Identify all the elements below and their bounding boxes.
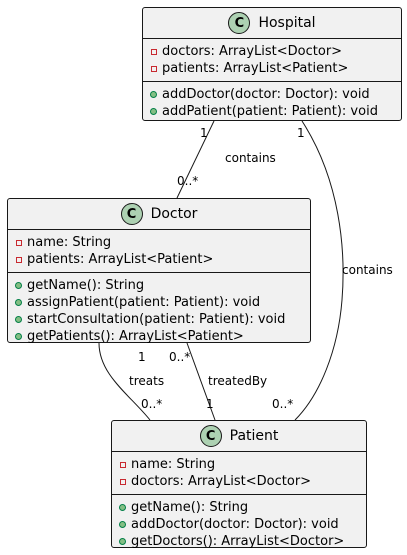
method-text: getPatients(): ArrayList<Patient>	[27, 329, 244, 344]
multiplicity-treatedby-source: 0..*	[169, 350, 191, 364]
public-icon	[14, 314, 23, 325]
attribute-row: patients: ArrayList<Patient>	[14, 251, 304, 268]
attributes-section: name: String patients: ArrayList<Patient…	[8, 230, 310, 273]
class-icon: C	[228, 12, 251, 34]
private-icon	[149, 46, 158, 57]
edge-doctor-patient-treats	[98, 342, 151, 421]
public-icon	[149, 106, 158, 117]
attribute-text: doctors: ArrayList<Doctor>	[162, 44, 343, 59]
attribute-row: patients: ArrayList<Patient>	[149, 60, 395, 77]
method-text: getName(): String	[27, 278, 145, 293]
relation-label-hospital-patient: contains	[342, 263, 393, 277]
method-text: addPatient(patient: Patient): void	[162, 104, 378, 119]
class-name: Doctor	[150, 206, 198, 222]
public-icon	[14, 297, 23, 308]
multiplicity-treats-target: 0..*	[141, 397, 163, 411]
attribute-row: name: String	[14, 234, 304, 251]
attribute-text: patients: ArrayList<Patient>	[27, 252, 214, 267]
method-row: addPatient(patient: Patient): void	[149, 103, 395, 120]
methods-section: getName(): String addDoctor(doctor: Doct…	[112, 495, 366, 554]
method-text: assignPatient(patient: Patient): void	[27, 295, 261, 310]
method-text: getDoctors(): ArrayList<Doctor>	[131, 534, 345, 549]
class-doctor[interactable]: C Doctor name: String patients: ArrayLis…	[7, 198, 311, 344]
method-row: getName(): String	[118, 499, 360, 516]
public-icon	[118, 502, 127, 513]
class-hospital[interactable]: C Hospital doctors: ArrayList<Doctor> pa…	[142, 7, 402, 121]
public-icon	[149, 89, 158, 100]
multiplicity-hospital-patient-source: 1	[297, 126, 305, 140]
method-row: startConsultation(patient: Patient): voi…	[14, 311, 304, 328]
edge-hospital-doctor	[176, 120, 215, 199]
attribute-text: name: String	[131, 457, 216, 472]
private-icon	[14, 254, 23, 265]
attribute-row: doctors: ArrayList<Doctor>	[118, 473, 360, 490]
attributes-section: name: String doctors: ArrayList<Doctor>	[112, 452, 366, 495]
private-icon	[118, 459, 127, 470]
method-row: getPatients(): ArrayList<Patient>	[14, 328, 304, 345]
attributes-section: doctors: ArrayList<Doctor> patients: Arr…	[143, 39, 401, 82]
public-icon	[118, 519, 127, 530]
attribute-text: doctors: ArrayList<Doctor>	[131, 474, 312, 489]
method-text: startConsultation(patient: Patient): voi…	[27, 312, 286, 327]
attribute-text: patients: ArrayList<Patient>	[162, 61, 349, 76]
class-name: Patient	[229, 428, 279, 444]
method-row: assignPatient(patient: Patient): void	[14, 294, 304, 311]
method-text: getName(): String	[131, 500, 249, 515]
multiplicity-treatedby-target: 1	[206, 397, 214, 411]
class-icon: C	[120, 203, 143, 225]
method-row: addDoctor(doctor: Doctor): void	[149, 86, 395, 103]
edge-hospital-patient	[294, 120, 344, 421]
attribute-row: name: String	[118, 456, 360, 473]
class-header: C Hospital	[143, 8, 401, 39]
attribute-row: doctors: ArrayList<Doctor>	[149, 43, 395, 60]
multiplicity-treats-source: 1	[138, 350, 146, 364]
private-icon	[14, 237, 23, 248]
method-text: addDoctor(doctor: Doctor): void	[162, 87, 370, 102]
public-icon	[14, 280, 23, 291]
method-row: getName(): String	[14, 277, 304, 294]
multiplicity-hospital-patient-target: 0..*	[272, 397, 294, 411]
edge-patient-doctor-treatedby	[186, 342, 216, 421]
public-icon	[118, 536, 127, 547]
multiplicity-hospital-doctor-target: 0..*	[177, 174, 199, 188]
private-icon	[118, 476, 127, 487]
method-row: getDoctors(): ArrayList<Doctor>	[118, 533, 360, 550]
public-icon	[14, 331, 23, 342]
multiplicity-hospital-doctor-source: 1	[200, 126, 208, 140]
methods-section: addDoctor(doctor: Doctor): void addPatie…	[143, 82, 401, 124]
class-header: C Patient	[112, 421, 366, 452]
methods-section: getName(): String assignPatient(patient:…	[8, 273, 310, 349]
class-icon: C	[199, 425, 222, 447]
relation-label-treats: treats	[129, 374, 165, 388]
private-icon	[149, 63, 158, 74]
relation-label-hospital-doctor: contains	[225, 151, 276, 165]
class-name: Hospital	[258, 15, 316, 31]
attribute-text: name: String	[27, 235, 112, 250]
relation-label-treatedby: treatedBy	[208, 374, 268, 388]
class-patient[interactable]: C Patient name: String doctors: ArrayLis…	[111, 420, 367, 549]
class-header: C Doctor	[8, 199, 310, 230]
method-row: addDoctor(doctor: Doctor): void	[118, 516, 360, 533]
method-text: addDoctor(doctor: Doctor): void	[131, 517, 339, 532]
